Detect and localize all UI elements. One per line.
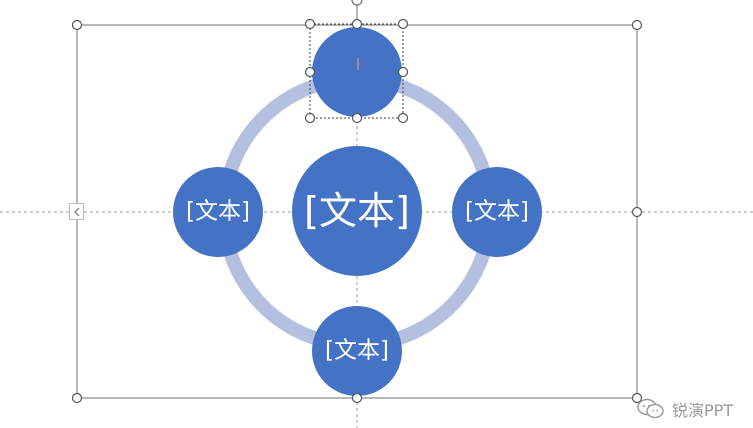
frame-handle-right[interactable] [631, 206, 643, 218]
node-center-label[interactable]: [文本] [304, 189, 410, 233]
node-top[interactable] [312, 27, 402, 117]
watermark: 锐演PPT [636, 397, 733, 421]
node-handle-bottom[interactable] [351, 112, 363, 124]
node-left[interactable] [173, 167, 263, 257]
node-resize-handles[interactable] [304, 18, 409, 124]
text-pane-toggle-button[interactable] [69, 203, 84, 220]
node-right-label[interactable]: [文本] [465, 198, 529, 225]
frame-handle-bottom[interactable] [351, 392, 363, 404]
frame-handle-top-left[interactable] [71, 19, 83, 31]
node-right[interactable] [452, 167, 542, 257]
node-handle-top[interactable] [351, 18, 363, 30]
frame-handle-top-right[interactable] [631, 19, 643, 31]
wechat-icon [637, 398, 664, 419]
node-bottom-label[interactable]: [文本] [325, 337, 389, 364]
frame-handle-bottom-left[interactable] [71, 392, 83, 404]
node-center[interactable] [292, 146, 422, 276]
rotation-handle[interactable] [351, 0, 363, 6]
node-handle-top-right[interactable] [397, 18, 409, 30]
node-handle-right[interactable] [397, 66, 409, 78]
node-handle-left[interactable] [304, 66, 316, 78]
node-handle-bottom-left[interactable] [304, 112, 316, 124]
node-handle-bottom-right[interactable] [397, 112, 409, 124]
node-handle-top-left[interactable] [304, 18, 316, 30]
node-left-label[interactable]: [文本] [186, 198, 250, 225]
chevron-left-icon [73, 207, 79, 216]
node-bottom[interactable] [312, 306, 402, 396]
watermark-text: 锐演PPT [672, 401, 734, 420]
frame-resize-handles[interactable] [71, 19, 643, 404]
frame-handle-bottom-right[interactable] [631, 392, 643, 404]
